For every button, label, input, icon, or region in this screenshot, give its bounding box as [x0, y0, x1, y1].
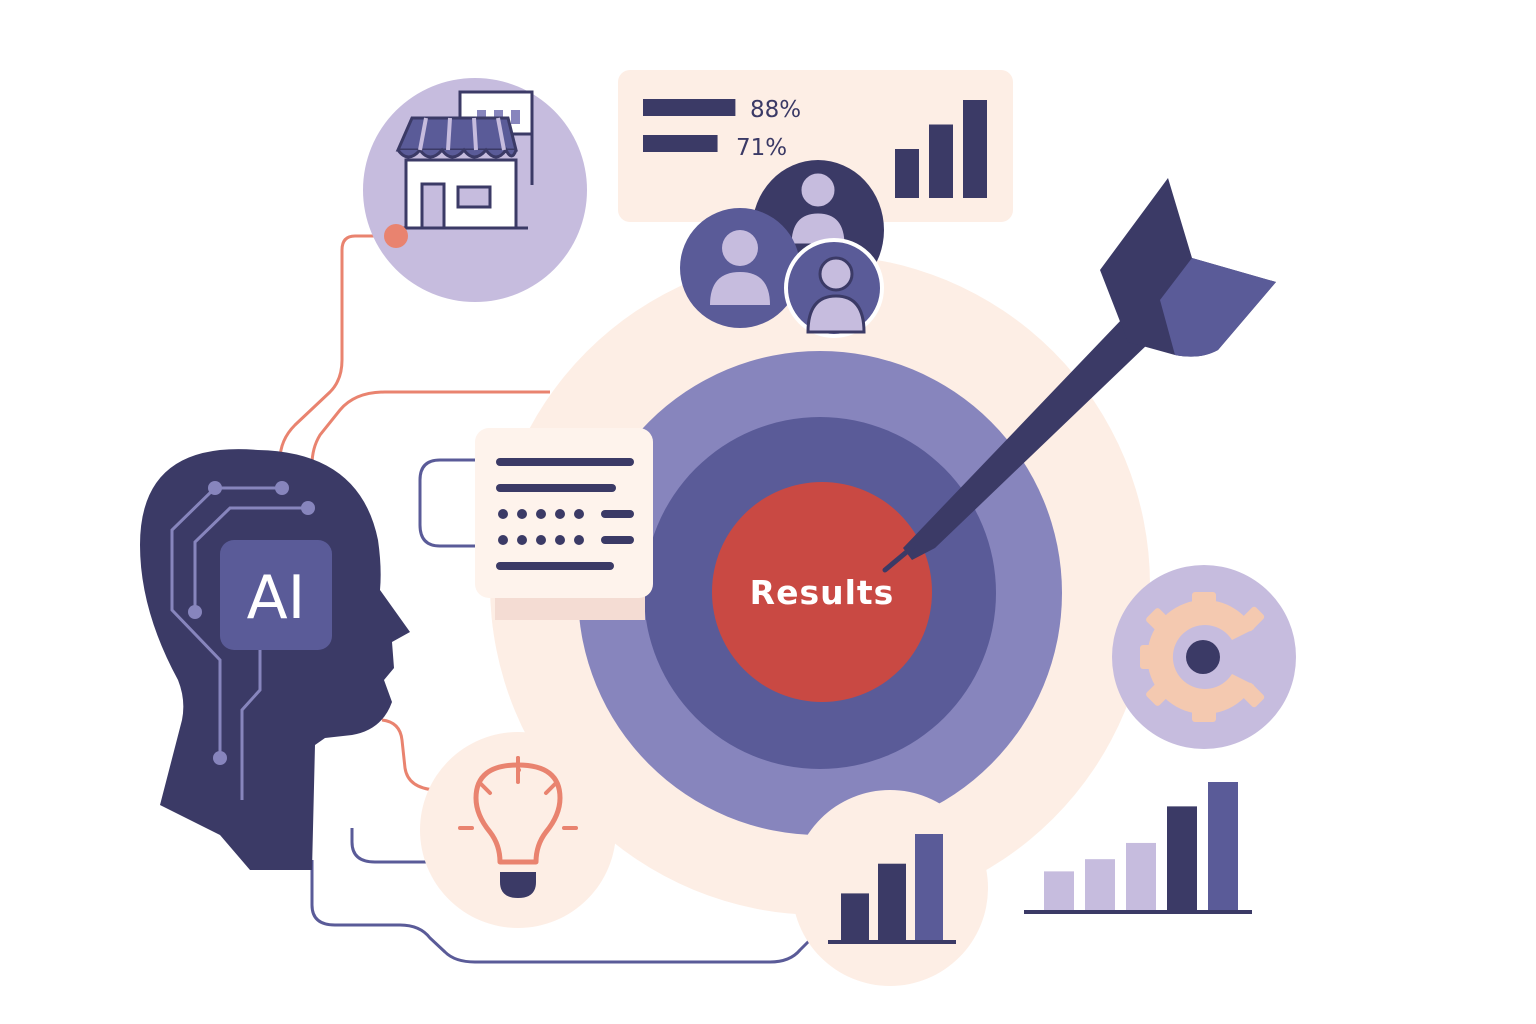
stat-label-1: 88%: [750, 97, 801, 123]
connector-lines: [278, 234, 814, 964]
bubble-bar-1: [841, 893, 869, 942]
bottom-bar-2: [1085, 859, 1115, 912]
gear-icon: [1140, 592, 1265, 722]
user-icon-top: [788, 170, 848, 247]
connector-loop: [418, 458, 478, 548]
connector-bottom: [310, 860, 814, 964]
ai-badge: [220, 540, 332, 650]
connector-hook: [350, 828, 430, 864]
bubble-chart: [792, 790, 988, 986]
user-icon-left: [710, 230, 770, 305]
bottom-bars: [1044, 782, 1238, 912]
lightbulb-circle: [420, 732, 616, 928]
lightbulb-bubble: [420, 732, 616, 928]
mini-chart-bar-2: [929, 124, 953, 198]
users-group: [680, 160, 884, 338]
store-connector-dot: [384, 224, 408, 248]
connector-store: [278, 234, 396, 461]
stat-bar-2: [643, 135, 718, 152]
document-icon: [496, 458, 634, 570]
dart-icon: [882, 178, 1276, 573]
bottom-bar-5: [1208, 782, 1238, 912]
bubble-bar-2: [878, 863, 906, 942]
user-left-bubble: [680, 208, 800, 328]
bubble-bar-3: [915, 834, 943, 942]
circuit-nodes: [188, 481, 315, 765]
stat-label-2: 71%: [736, 135, 787, 161]
stat-bar-1: [643, 99, 736, 116]
store-bubble: [363, 78, 587, 302]
mini-chart-bar-1: [895, 149, 919, 198]
bubble-bars: [841, 834, 943, 942]
user-icon-right: [806, 256, 866, 334]
bottom-bar-4: [1167, 806, 1197, 912]
results-label: Results: [750, 573, 895, 612]
document-card: [475, 428, 653, 620]
lightbulb-radiating-lines: [458, 766, 578, 830]
document-dots: [498, 509, 584, 545]
store-icon: [395, 90, 534, 230]
bottom-chart: [1024, 782, 1252, 914]
ai-head-icon: AI: [140, 449, 410, 870]
mini-chart-bar-3: [963, 100, 987, 198]
head-silhouette: [140, 449, 410, 870]
ai-badge-label: AI: [247, 563, 306, 633]
bottom-bar-3: [1126, 842, 1156, 912]
stat-mini-chart: [895, 100, 987, 198]
connector-lightbulb: [381, 718, 436, 792]
gear-bubble: [1112, 565, 1296, 749]
bottom-bar-1: [1044, 871, 1074, 912]
circuit-lines: [170, 486, 308, 800]
target-bullseye: [712, 482, 932, 702]
connector-document: [310, 390, 550, 466]
stat-bars: [643, 99, 736, 152]
target: Results: [578, 351, 1062, 835]
stats-card: 88% 71%: [618, 70, 1013, 222]
